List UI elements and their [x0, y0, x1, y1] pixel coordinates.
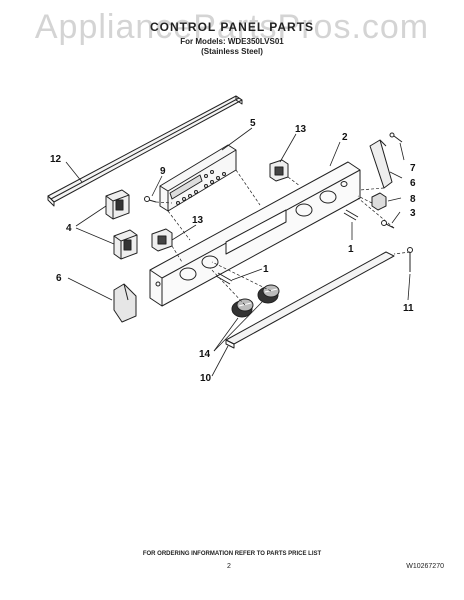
part-14-knob-right — [257, 284, 280, 304]
callout-6-right: 6 — [410, 178, 416, 189]
callout-9: 9 — [160, 166, 166, 177]
part-5-control-board — [159, 144, 237, 212]
callout-6-left: 6 — [56, 273, 62, 284]
part-13-relay-upper — [269, 159, 289, 182]
part-13-relay-lower — [151, 228, 173, 252]
part-7-screw — [389, 132, 403, 143]
leader-lines — [65, 127, 411, 377]
variant-line: (Stainless Steel) — [201, 47, 263, 56]
part-6-knob-insert — [113, 283, 137, 323]
callout-11: 11 — [403, 303, 414, 314]
part-8-clip — [371, 192, 387, 211]
callout-13-upper: 13 — [295, 124, 307, 135]
part-2-control-panel — [149, 161, 361, 307]
page-number: 2 — [227, 563, 231, 570]
ordering-note: FOR ORDERING INFORMATION REFER TO PARTS … — [142, 551, 322, 557]
callout-4: 4 — [66, 223, 72, 234]
part-4-switch-lower — [113, 229, 138, 260]
callout-13-lower: 13 — [192, 215, 204, 226]
callout-1-left: 1 — [263, 264, 269, 275]
part-1-spacer-left — [215, 272, 233, 285]
page-title: CONTROL PANEL PARTS — [149, 20, 315, 34]
part-10-trim-strip — [225, 251, 395, 349]
part-9-screw — [144, 196, 157, 203]
part-1-spacer-right — [343, 209, 359, 221]
part-11-screw — [407, 247, 413, 272]
callout-5: 5 — [250, 118, 256, 129]
document-number: W10267270 — [406, 563, 444, 570]
callout-2: 2 — [342, 132, 348, 143]
callout-12: 12 — [50, 154, 62, 165]
part-12-trim-strip — [47, 95, 243, 207]
callout-8: 8 — [410, 194, 416, 205]
model-line: For Models: WDE350LVS01 — [180, 37, 284, 46]
callout-7: 7 — [410, 163, 416, 174]
callout-1-right: 1 — [348, 244, 354, 255]
callout-10: 10 — [200, 373, 212, 384]
callout-14: 14 — [199, 349, 211, 360]
part-4-switch-upper — [105, 189, 130, 220]
callout-3: 3 — [410, 208, 416, 219]
part-6-end-bracket — [369, 139, 393, 189]
